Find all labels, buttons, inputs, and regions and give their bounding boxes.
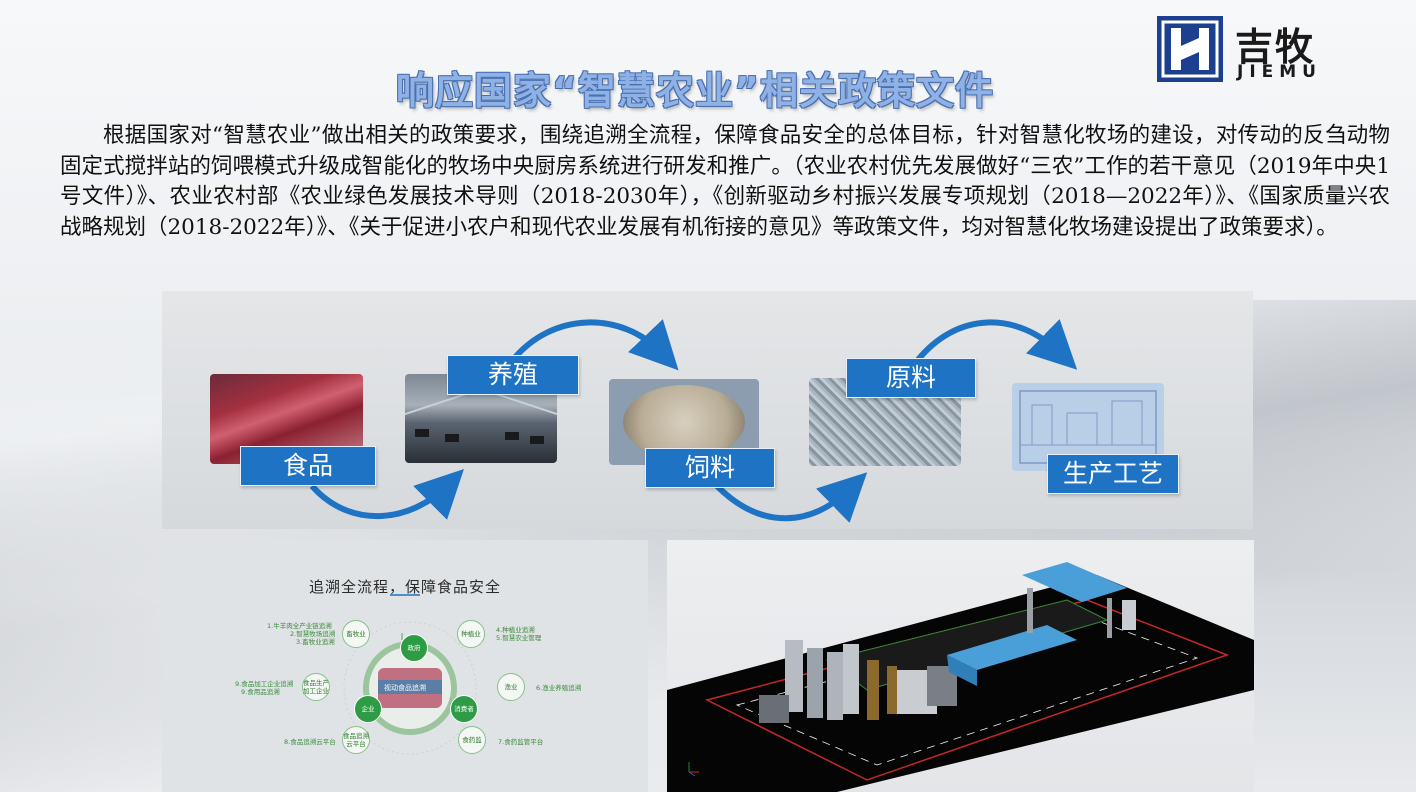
flow-arrows (309, 319, 1078, 523)
flow-label-food: 食品 (240, 446, 376, 486)
flow-label-feed: 饲料 (645, 448, 775, 488)
node-enterprise: 企业 (354, 695, 382, 723)
note-1: 1.牛羊肉全产业链追溯 (267, 622, 332, 630)
logo-mark-icon (1157, 16, 1223, 82)
node-food-processor: 食品生产加工企业 (302, 673, 330, 701)
note-9: 9.食品加工企业追溯 (235, 680, 294, 688)
trace-rings (343, 594, 477, 755)
logo-name-cn: 吉牧 (1235, 25, 1316, 69)
flow-label-breeding: 养殖 (447, 355, 579, 395)
node-animal-husbandry: 畜牧业 (342, 620, 370, 648)
node-food-drug-supervision: 食药监 (458, 726, 486, 754)
note-6: 6.渔业养殖追溯 (536, 684, 582, 692)
note-7: 7.食药监管平台 (498, 738, 544, 746)
supply-chain-flow-panel: 食品 养殖 饲料 原料 生产工艺 (162, 291, 1253, 529)
node-government: 政府 (400, 634, 428, 662)
page-title: 响应国家“智慧农业”相关政策文件 (396, 69, 994, 113)
company-logo: 吉牧 JIEMU (1157, 16, 1373, 84)
plant-model (667, 562, 1254, 792)
logo-name-en: JIEMU (1237, 62, 1322, 82)
flow-label-process: 生产工艺 (1047, 454, 1179, 494)
plant-3d-rendering (667, 540, 1254, 792)
note-4: 4.种植业追溯 (496, 626, 535, 634)
node-planting: 种植业 (457, 620, 485, 648)
trace-title: 追溯全流程，保障食品安全 (308, 578, 501, 596)
policy-paragraph: 根据国家对“智慧农业”做出相关的政策要求，围绕追溯全流程，保障食品安全的总体目标… (60, 123, 1390, 240)
note-8: 8.食品追溯云平台 (284, 738, 336, 746)
node-fishery: 渔业 (497, 673, 525, 701)
note-5: 5.智慧农业管理 (496, 634, 542, 642)
note-10: 9.食用品追溯 (241, 688, 280, 696)
note-2: 2.智慧牧场追溯 (290, 630, 336, 638)
arrow-material-to-process (914, 319, 1078, 370)
traceability-panel: 追溯全流程，保障食品安全 视动食品追溯 政府 种植业 渔业 食药监 食品追溯云平… (162, 540, 648, 792)
node-consumer: 消费者 (450, 695, 478, 723)
arrow-feed-to-material (714, 472, 868, 523)
node-trace-cloud: 食品追溯云平台 (342, 726, 370, 754)
flow-label-raw-material: 原料 (846, 358, 976, 398)
arrow-food-to-breeding (309, 469, 464, 520)
note-3: 3.畜牧业追溯 (296, 638, 335, 646)
arrow-breeding-to-feed (509, 319, 679, 371)
trace-center-label: 视动食品追溯 (384, 684, 426, 692)
